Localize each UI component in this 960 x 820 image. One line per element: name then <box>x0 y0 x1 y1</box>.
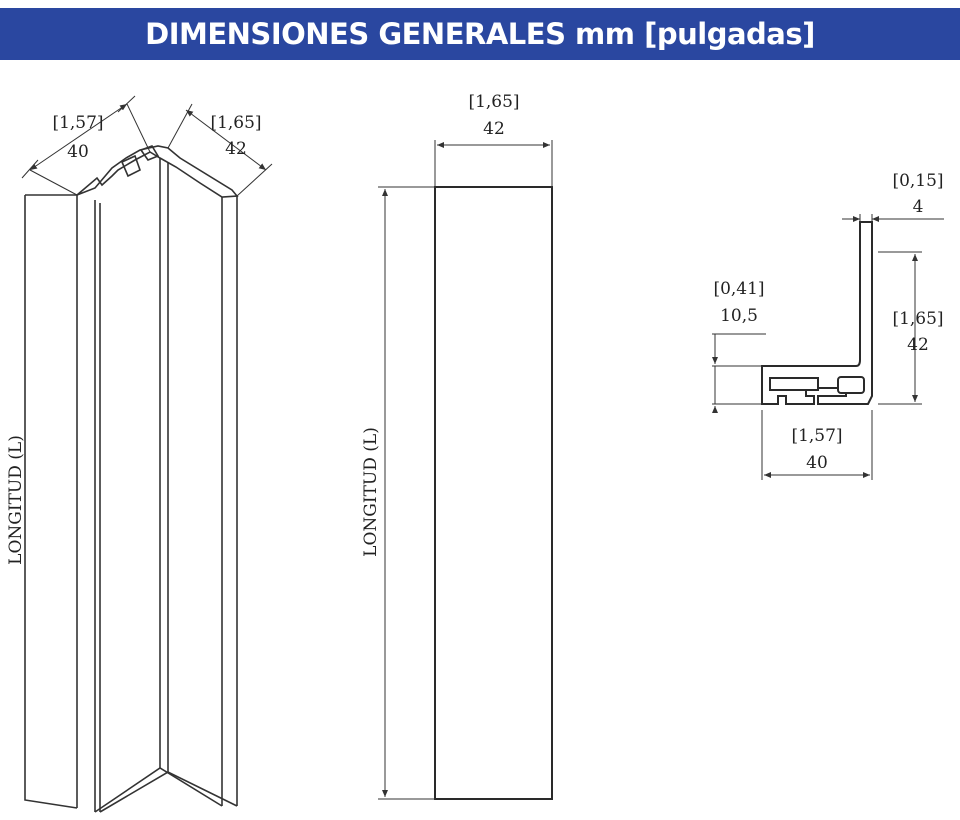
iso-dim-40: [1,57] 40 <box>21 95 151 196</box>
iso-dim-42: [1,65] 42 <box>167 103 273 197</box>
section-slot-right <box>837 376 865 394</box>
iso-dim-40-inch: [1,57] <box>52 113 103 133</box>
iso-length-label: LONGITUD (L) <box>6 435 26 565</box>
section-offset-mm: 10,5 <box>720 306 758 326</box>
iso-profile-body <box>24 145 239 813</box>
front-length-label: LONGITUD (L) <box>361 427 381 557</box>
section-thickness-inch: [0,15] <box>892 171 943 191</box>
section-height-inch: [1,65] <box>892 309 943 329</box>
section-height-mm: 42 <box>907 335 929 355</box>
front-profile <box>434 186 553 800</box>
section-thickness-mm: 4 <box>913 197 924 217</box>
isometric-view: [1,57] 40 [1,65] 42 LONGITUD (L) <box>6 95 273 813</box>
iso-dim-40-mm: 40 <box>67 142 89 162</box>
page-title: DIMENSIONES GENERALES mm [pulgadas] <box>145 17 815 51</box>
iso-dim-42-inch: [1,65] <box>210 113 261 133</box>
front-width-inch: [1,65] <box>468 92 519 112</box>
section-view: [0,15] 4 [1,65] 42 [0,41] 10,5 [1,57] 40 <box>712 171 944 480</box>
title-banner: DIMENSIONES GENERALES mm [pulgadas] <box>0 8 960 60</box>
section-offset-inch: [0,41] <box>713 279 764 299</box>
front-view: [1,65] 42 LONGITUD (L) <box>361 92 553 800</box>
front-width-mm: 42 <box>483 119 505 139</box>
section-slot-left <box>769 377 819 391</box>
iso-dim-42-mm: 42 <box>225 139 247 159</box>
section-width-mm: 40 <box>806 453 828 473</box>
section-width-inch: [1,57] <box>791 426 842 446</box>
